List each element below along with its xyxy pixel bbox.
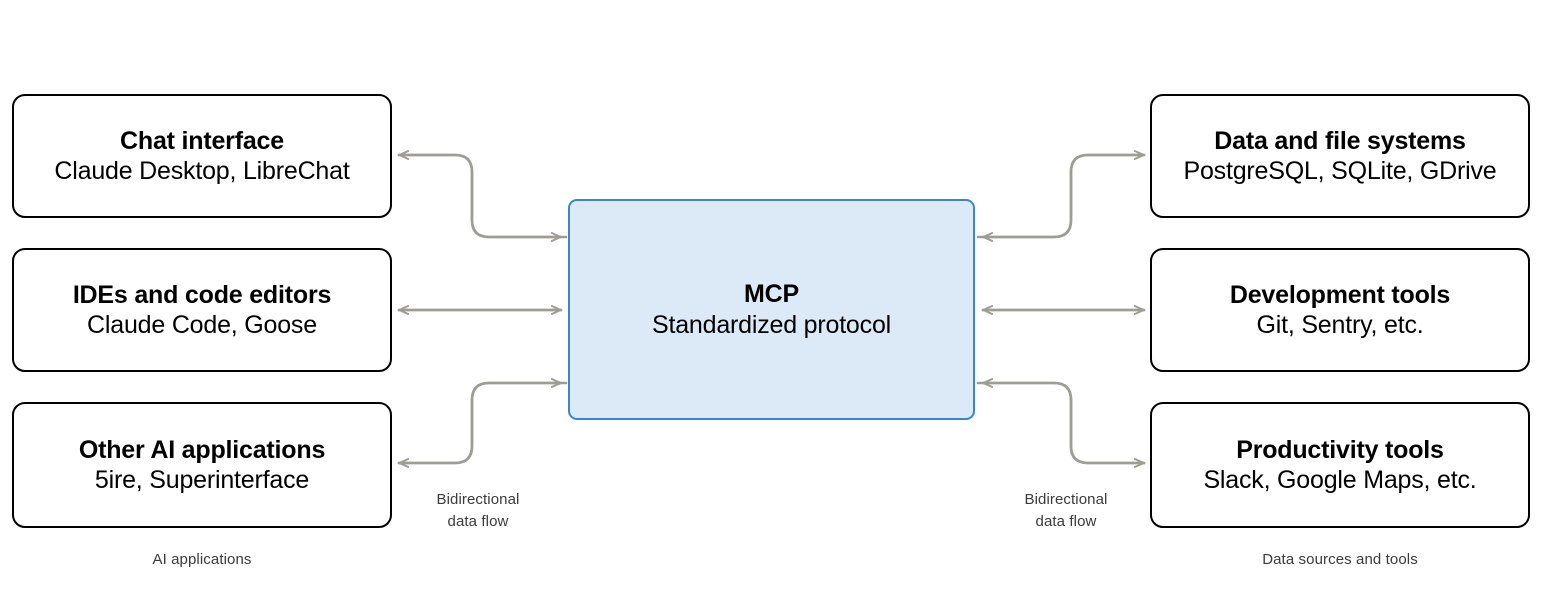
node-subtitle: Git, Sentry, etc.: [1256, 311, 1424, 339]
flow-label-right-line2: data flow: [1035, 512, 1097, 530]
node-subtitle: 5ire, Superinterface: [94, 466, 310, 494]
node-subtitle: PostgreSQL, SQLite, GDrive: [1183, 157, 1497, 185]
connector-right-row3-outbound: [976, 381, 1146, 468]
node-title: Development tools: [1229, 280, 1451, 309]
connector-right-row1-inbound: [981, 153, 1146, 242]
connector-left-row3-inbound: [397, 381, 568, 468]
node-title: Productivity tools: [1236, 435, 1444, 464]
connector-left-row3-outbound: [397, 378, 563, 465]
connector-right-row1-outbound: [976, 150, 1146, 239]
node-title: IDEs and code editors: [72, 280, 332, 309]
connector-left-row1-inbound: [397, 150, 568, 239]
node-subtitle: Standardized protocol: [651, 310, 891, 339]
group-caption-ai-applications: AI applications: [152, 551, 252, 568]
node-development-tools[interactable]: Development tools Git, Sentry, etc.: [1150, 248, 1530, 372]
connector-left-row1-outbound: [397, 153, 563, 242]
node-mcp[interactable]: MCP Standardized protocol: [568, 199, 975, 420]
node-title: Chat interface: [120, 126, 284, 155]
node-data-and-file-systems[interactable]: Data and file systems PostgreSQL, SQLite…: [1150, 94, 1530, 218]
node-title: MCP: [744, 280, 799, 308]
node-title: Data and file systems: [1214, 126, 1466, 155]
node-title: Other AI applications: [78, 435, 326, 464]
node-other-ai-applications[interactable]: Other AI applications 5ire, Superinterfa…: [12, 402, 392, 528]
node-subtitle: Claude Desktop, LibreChat: [54, 157, 350, 185]
flow-label-left: Bidirectional data flow: [400, 489, 556, 533]
flow-label-left-line2: data flow: [447, 512, 509, 530]
flow-label-left-line1: Bidirectional: [436, 491, 520, 508]
node-chat-interface[interactable]: Chat interface Claude Desktop, LibreChat: [12, 94, 392, 218]
group-caption-data-sources-and-tools: Data sources and tools: [1262, 551, 1418, 568]
node-subtitle: Slack, Google Maps, etc.: [1203, 466, 1477, 494]
connector-right-row3-inbound: [981, 378, 1146, 465]
node-productivity-tools[interactable]: Productivity tools Slack, Google Maps, e…: [1150, 402, 1530, 528]
node-subtitle: Claude Code, Goose: [87, 311, 317, 339]
flow-label-right-line1: Bidirectional: [1024, 491, 1108, 508]
node-ides-and-code-editors[interactable]: IDEs and code editors Claude Code, Goose: [12, 248, 392, 372]
flow-label-right: Bidirectional data flow: [988, 489, 1144, 533]
